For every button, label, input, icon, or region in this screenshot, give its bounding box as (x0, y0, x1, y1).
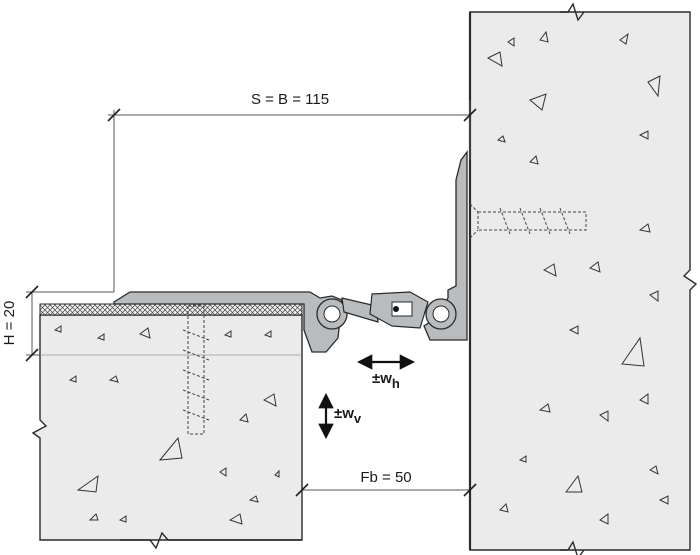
height-dimension (25, 285, 114, 362)
gap-dimension-label: Fb = 50 (360, 469, 411, 486)
wall-anchor-screw (469, 203, 587, 239)
concrete-aggregate (53, 30, 669, 525)
gap-dimension (295, 483, 477, 497)
left-profile-flange (113, 291, 343, 353)
left-concrete-slab (31, 314, 303, 550)
span-dimension-label: S = B = 115 (251, 91, 329, 108)
span-dimension (107, 100, 477, 292)
rubber-gasket-insert (316, 291, 457, 330)
horizontal-movement-label: ±wh (372, 370, 400, 391)
height-dimension-label: H = 20 (1, 301, 18, 346)
floor-covering-layer (39, 303, 303, 316)
right-concrete-wall (468, 2, 698, 555)
vertical-movement-label: ±wv (334, 405, 362, 426)
